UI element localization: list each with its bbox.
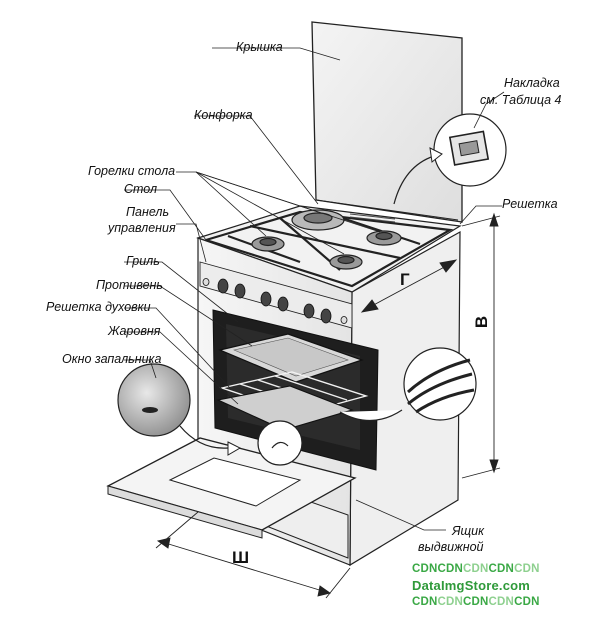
watermark-site: DataImgStore.com [412, 578, 531, 593]
vent-slots [349, 213, 396, 223]
dimension-depth-label: Г [400, 270, 410, 289]
label-panel-line1: Панель [126, 205, 170, 219]
watermark-bottom: CDNCDNCDNCDNCDN [412, 596, 540, 608]
label-grid: Решетка [502, 197, 558, 211]
control-knobs [202, 278, 348, 324]
dimension-width-label: Ш [232, 548, 250, 567]
burners [251, 209, 402, 270]
label-table: Стол [124, 182, 158, 196]
roaster-pan [216, 385, 354, 431]
watermark-top: CDNCDNCDNCDNCDN [412, 563, 540, 575]
label-roaster: Жаровня [108, 324, 161, 338]
label-cover-note: см. Таблица 4 [480, 93, 562, 107]
cover-detail-zoom [393, 113, 507, 205]
igniter-window-zoom [117, 363, 303, 466]
label-drawer-line2: выдвижной [418, 540, 484, 554]
label-hob-burners: Горелки стола [88, 164, 176, 178]
label-drawer-line1: Ящик [452, 524, 485, 538]
label-cover: Накладка [504, 76, 560, 90]
label-igniter-window: Окно запальника [62, 352, 162, 366]
label-tray: Противень [96, 278, 163, 292]
oven-door [106, 437, 357, 539]
label-grill: Гриль [126, 254, 160, 268]
label-lid: Крышка [236, 40, 283, 54]
label-burner: Конфорка [194, 108, 253, 122]
label-oven-rack: Решетка духовки [46, 300, 151, 314]
dimension-height-label: В [472, 315, 492, 329]
leader-lines [124, 47, 505, 531]
label-panel-line2: управления [108, 221, 176, 235]
lid [311, 21, 463, 223]
rack-detail-zoom [339, 347, 477, 422]
hob-top [196, 205, 462, 293]
oven-tray [218, 333, 364, 383]
dimension-lines [155, 212, 501, 599]
